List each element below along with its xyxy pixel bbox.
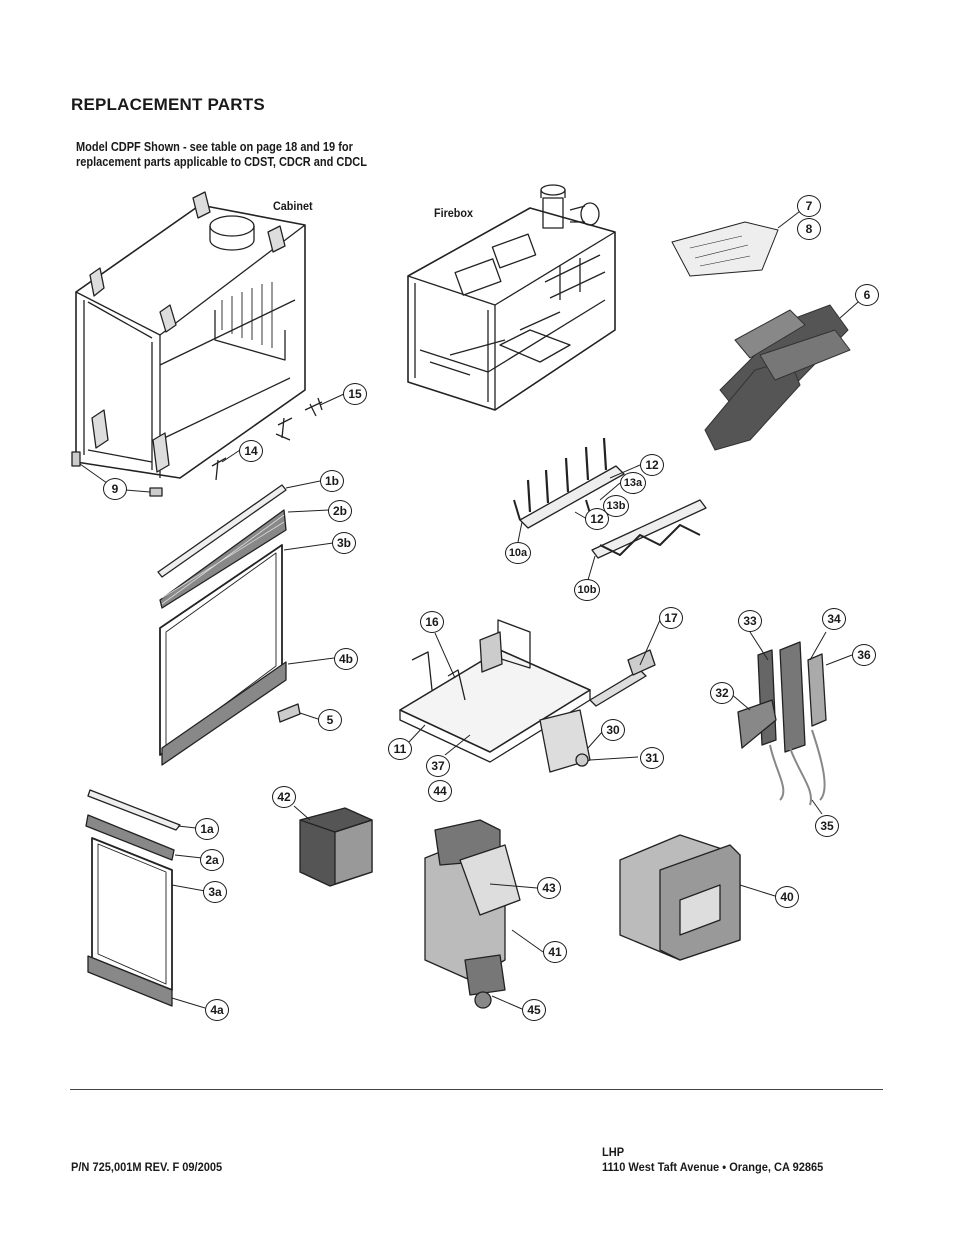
- callout-1a: 1a: [195, 818, 219, 840]
- callout-35: 35: [815, 815, 839, 837]
- callout-4a: 4a: [205, 999, 229, 1021]
- model-note-line-2: replacement parts applicable to CDST, CD…: [76, 155, 367, 169]
- callout-13b: 13b: [603, 495, 629, 517]
- callout-37: 37: [426, 755, 450, 777]
- callout-2a: 2a: [200, 849, 224, 871]
- callout-33: 33: [738, 610, 762, 632]
- callout-40: 40: [775, 886, 799, 908]
- callout-3a: 3a: [203, 881, 227, 903]
- callout-41: 41: [543, 941, 567, 963]
- part-number: P/N 725,001M REV. F 09/2005: [71, 1160, 223, 1174]
- callout-12-upper: 12: [640, 454, 664, 476]
- callout-45: 45: [522, 999, 546, 1021]
- callout-1b: 1b: [320, 470, 344, 492]
- model-note-line-1: Model CDPF Shown - see table on page 18 …: [76, 140, 353, 154]
- callout-2b: 2b: [328, 500, 352, 522]
- footer-rule: [70, 1089, 883, 1090]
- company-address: 1110 West Taft Avenue • Orange, CA 92865: [602, 1160, 824, 1174]
- callout-3b: 3b: [332, 532, 356, 554]
- callout-31: 31: [640, 747, 664, 769]
- cabinet-drawing: [75, 191, 306, 479]
- callout-9: 9: [103, 478, 127, 500]
- callout-10b: 10b: [574, 579, 600, 601]
- callout-43: 43: [537, 877, 561, 899]
- callout-4b: 4b: [334, 648, 358, 670]
- callout-12-lower: 12: [585, 508, 609, 530]
- company-name: LHP: [602, 1145, 625, 1159]
- callout-42: 42: [272, 786, 296, 808]
- callout-13a: 13a: [620, 472, 646, 494]
- callout-17: 17: [659, 607, 683, 629]
- cabinet-label: Cabinet: [273, 199, 313, 213]
- firebox-label: Firebox: [434, 206, 474, 220]
- firebox-drawing: [407, 184, 616, 411]
- callout-10a: 10a: [505, 542, 531, 564]
- callout-14: 14: [239, 440, 263, 462]
- callout-7: 7: [797, 195, 821, 217]
- callout-6: 6: [855, 284, 879, 306]
- callout-16: 16: [420, 611, 444, 633]
- callout-34: 34: [822, 608, 846, 630]
- page-title: REPLACEMENT PARTS: [71, 95, 265, 114]
- callout-36: 36: [852, 644, 876, 666]
- callout-32: 32: [710, 682, 734, 704]
- callout-8: 8: [797, 218, 821, 240]
- callout-5: 5: [318, 709, 342, 731]
- callout-15: 15: [343, 383, 367, 405]
- callout-44: 44: [428, 780, 452, 802]
- callout-30: 30: [601, 719, 625, 741]
- callout-11: 11: [388, 738, 412, 760]
